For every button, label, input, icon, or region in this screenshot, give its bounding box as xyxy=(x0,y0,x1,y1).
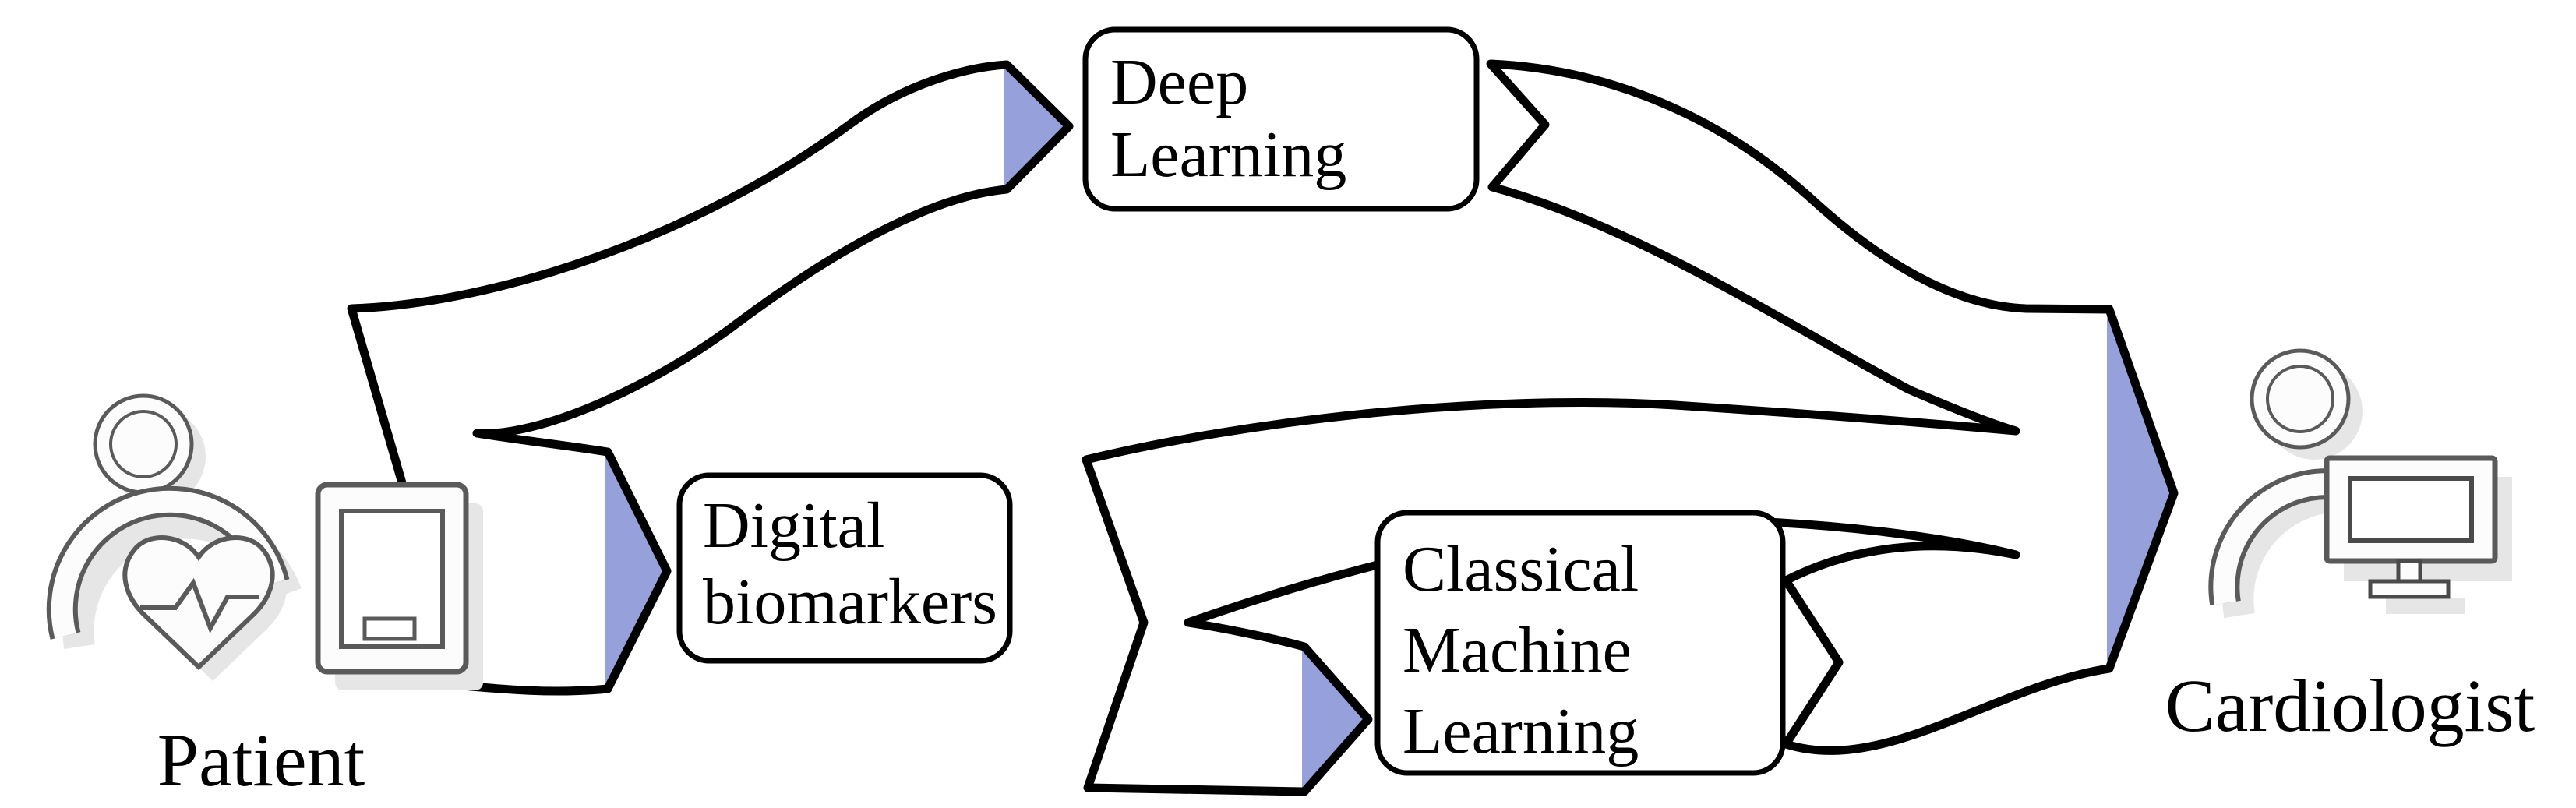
heart-pulse-icon xyxy=(122,535,275,671)
patient-label: Patient xyxy=(157,718,365,802)
arrowhead-to-cardiologist xyxy=(2107,312,2174,667)
monitor-screen xyxy=(2348,476,2474,543)
classical-ml-line-3: Learning xyxy=(1403,695,1639,767)
cardiologist-icon xyxy=(2208,348,2512,619)
smartphone-icon xyxy=(315,482,469,675)
ribbon-merge-outline xyxy=(1082,59,2179,796)
head-inner-ring xyxy=(109,410,178,478)
arrowhead-to-classical-ml xyxy=(1302,647,1368,792)
pulse-line xyxy=(140,577,259,634)
ribbon-patient-split-outline xyxy=(347,60,1074,696)
deep-learning-line-2: Learning xyxy=(1110,118,1346,191)
patient-icon xyxy=(46,393,483,690)
classical-ml-box xyxy=(1374,510,1786,776)
monitor-base-shadow xyxy=(2386,598,2465,614)
ribbon-merge-to-cardiologist xyxy=(1086,64,2109,792)
arrowhead-to-deep-learning xyxy=(1004,65,1069,189)
classical-ml-line-1: Classical xyxy=(1403,533,1639,605)
deep-learning-line-1: Deep xyxy=(1110,46,1248,118)
arrowhead-to-digital-biomarkers xyxy=(605,452,667,689)
phone-home-bar xyxy=(362,616,417,641)
cardiologist-label: Cardiologist xyxy=(2165,664,2535,747)
ribbon-patient-split xyxy=(351,65,1007,691)
node-digital-biomarkers: Digital biomarkers xyxy=(676,472,1013,664)
monitor-neck xyxy=(2396,559,2422,584)
digital-biomarkers-box xyxy=(676,472,1013,664)
node-classical-machine-learning: Classical Machine Learning xyxy=(1374,510,1786,776)
digital-biomarkers-line-1: Digital xyxy=(703,489,884,562)
head-inner-ring xyxy=(2266,365,2334,433)
monitor-icon xyxy=(2324,455,2498,599)
deep-learning-box xyxy=(1082,26,1480,212)
node-deep-learning: Deep Learning xyxy=(1082,26,1480,212)
monitor-base xyxy=(2368,579,2451,599)
person-icon xyxy=(2208,348,2430,606)
digital-biomarkers-line-2: biomarkers xyxy=(703,566,997,638)
classical-ml-line-2: Machine xyxy=(1403,614,1632,686)
